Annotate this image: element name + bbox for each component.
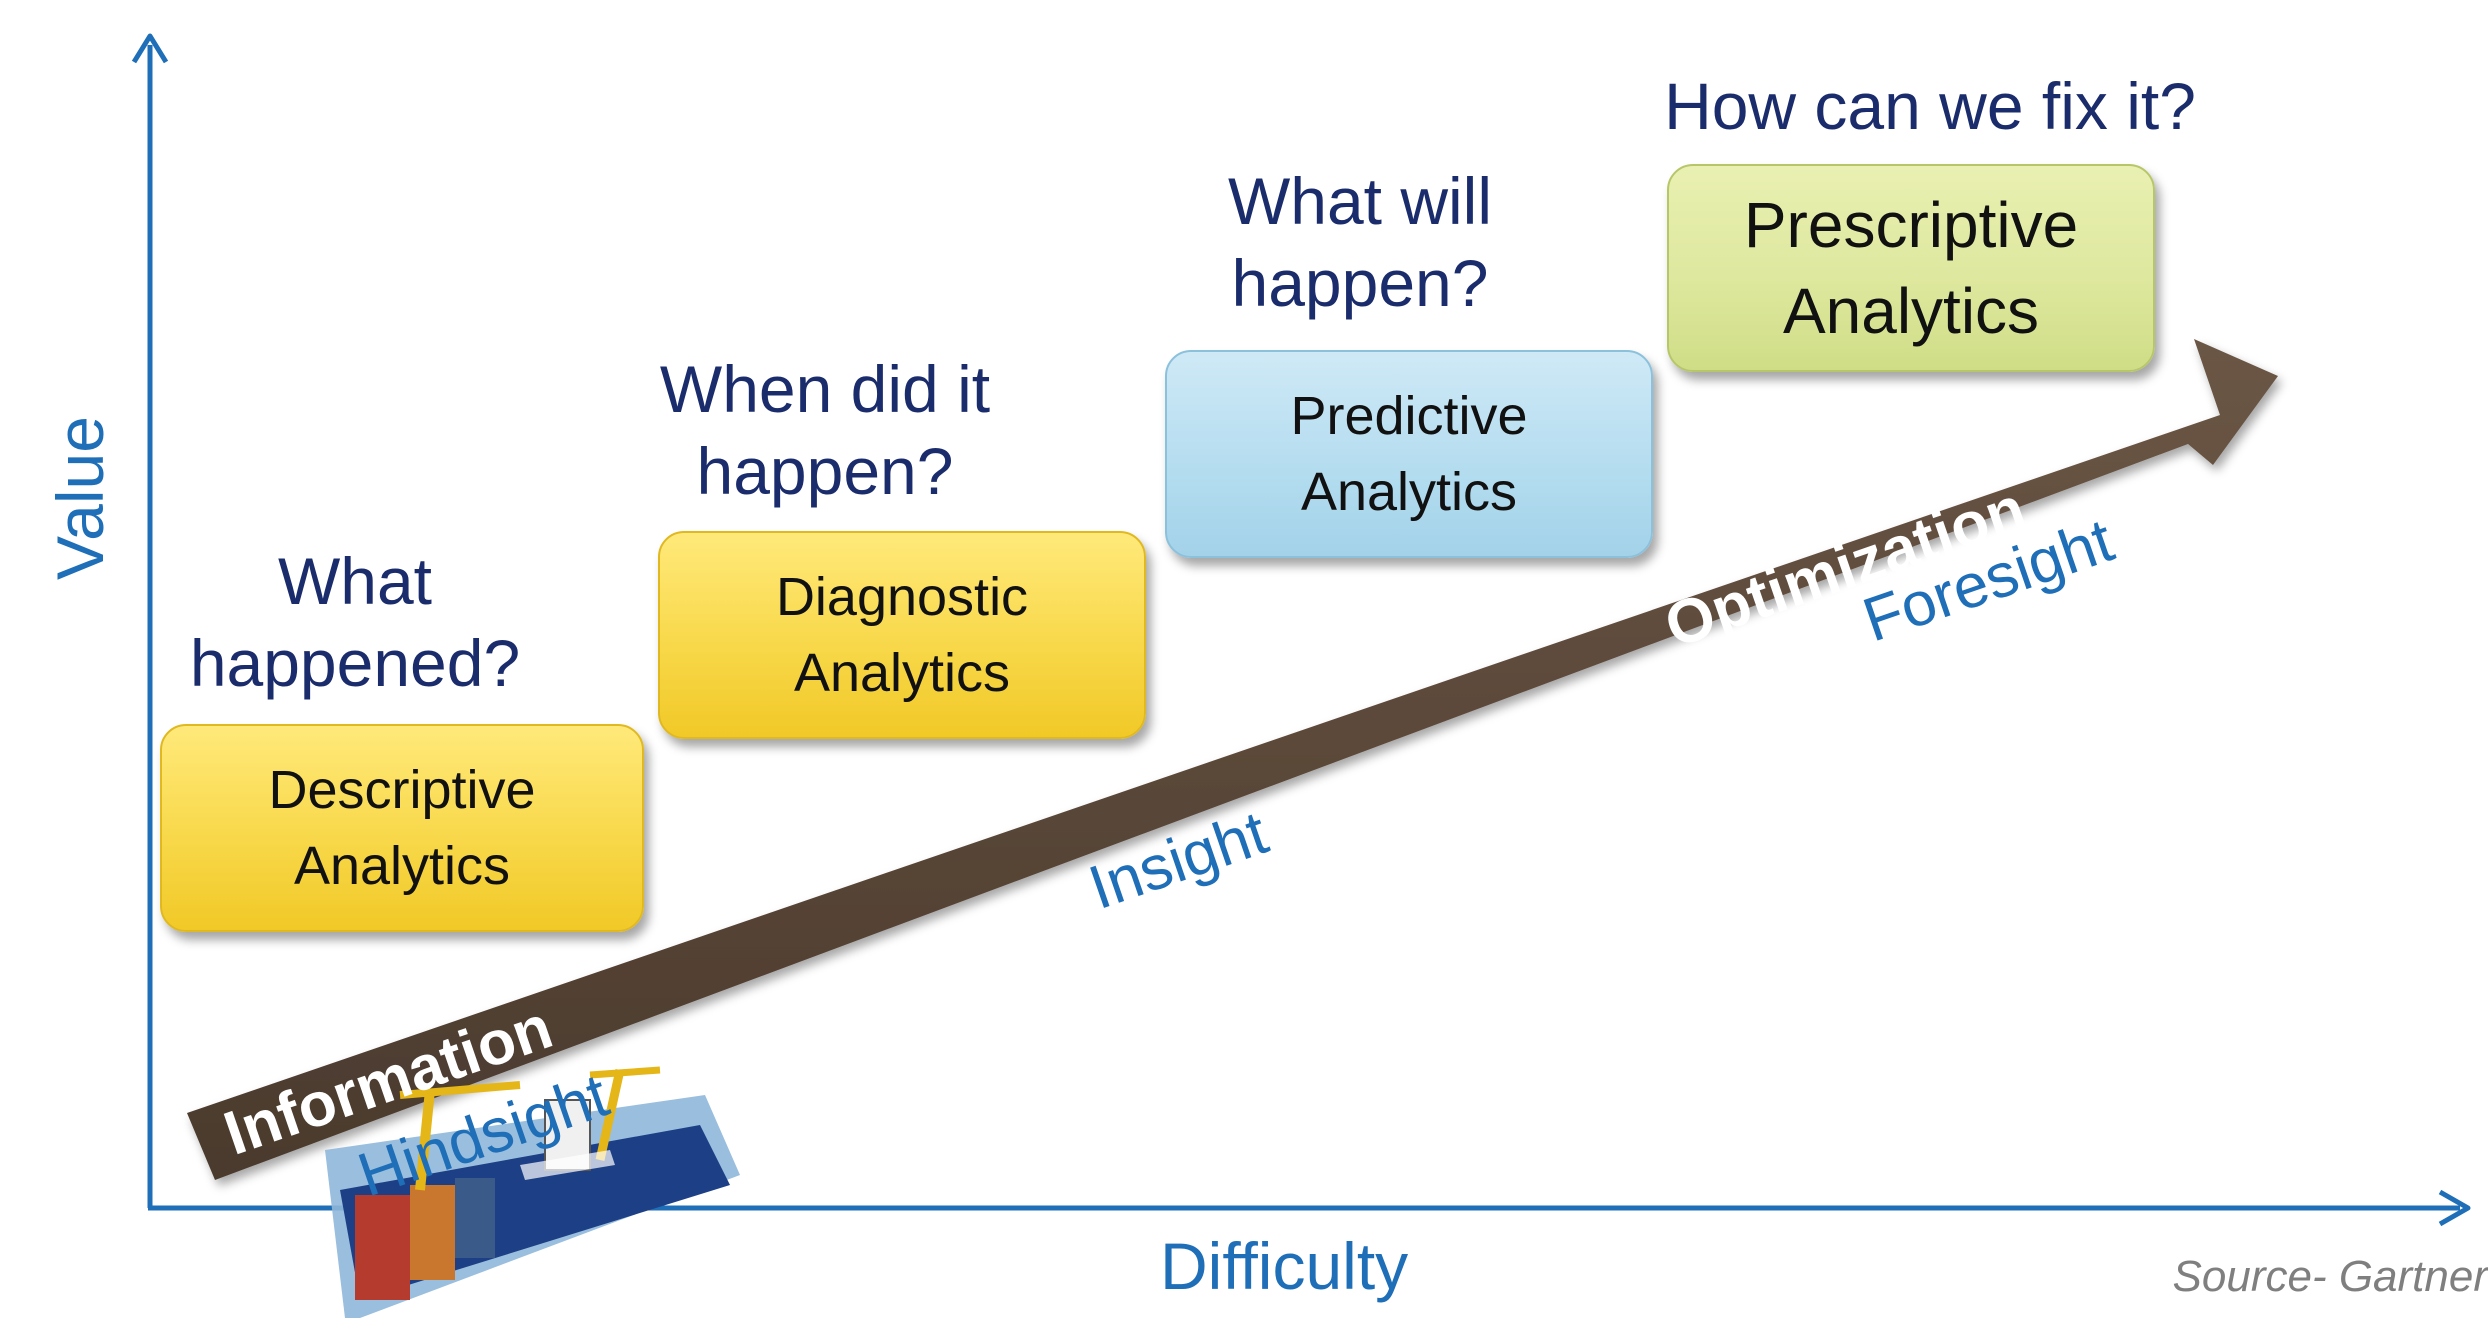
- descriptive-analytics-box: Descriptive Analytics: [160, 724, 644, 932]
- source-note: Source- Gartner: [2172, 1252, 2488, 1301]
- growth-arrow: [187, 339, 2278, 1180]
- question-when-did-it-happen: When did it happen?: [659, 352, 991, 508]
- predictive-analytics-box: Predictive Analytics: [1165, 350, 1653, 558]
- diagnostic-analytics-box: Diagnostic Analytics: [658, 531, 1146, 739]
- question-what-happened: What happened?: [189, 544, 521, 700]
- y-axis-label: Value: [43, 416, 117, 580]
- question-how-can-we-fix-it: How can we fix it?: [1664, 69, 2196, 143]
- x-axis-label: Difficulty: [1160, 1229, 1409, 1303]
- cargo-ship-image: [325, 1066, 740, 1318]
- y-axis: [131, 33, 169, 1208]
- prescriptive-analytics-box: Prescriptive Analytics: [1667, 164, 2155, 372]
- question-what-will-happen: What will happen?: [1227, 164, 1493, 320]
